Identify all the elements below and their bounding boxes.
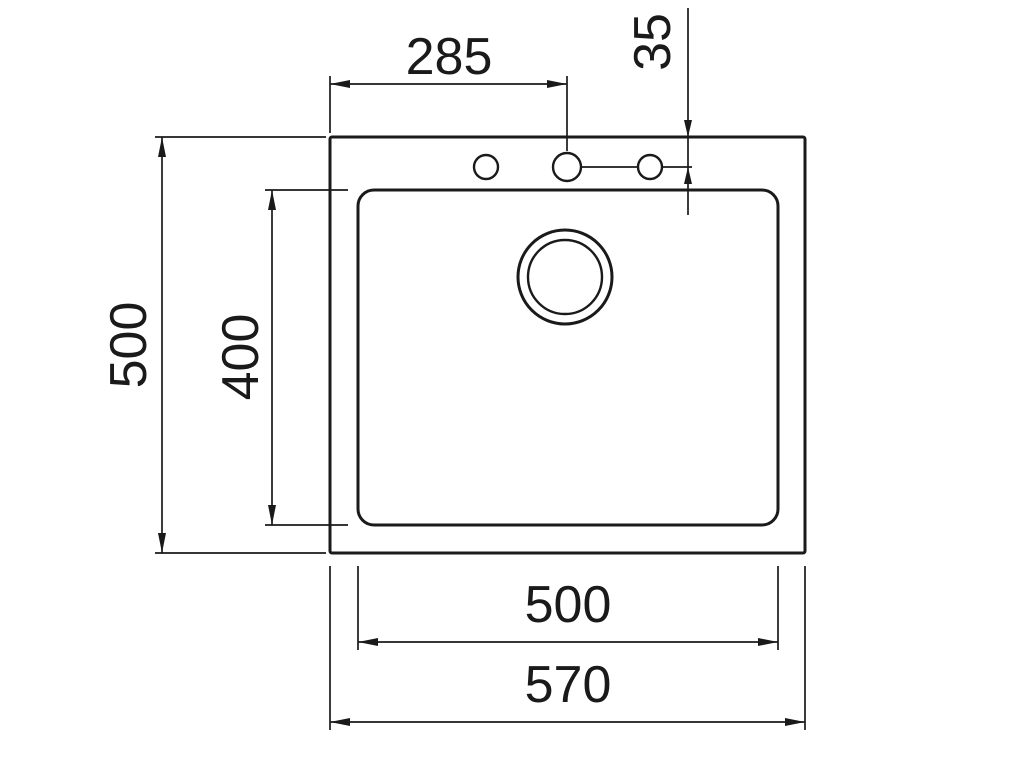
dimension-label-overall-width: 570 [525,656,612,714]
arrowhead [684,167,692,184]
dimension-label-tap-offset-y: 35 [624,13,682,71]
dimension-label-bowl-height: 400 [212,314,270,401]
dimension-tap-offset-x: 285 [329,28,568,151]
tap-hole-left [472,153,500,181]
tap-hole-center [551,151,583,183]
sink-body [328,135,807,555]
dimension-bowl-height: 400 [212,189,348,526]
sink-bowl [356,188,780,527]
tap-hole-right [636,153,664,181]
dimension-label-tap-offset-x: 285 [406,28,493,86]
dimension-bowl-width: 500 [357,566,779,650]
dimension-tap-offset-y: 35 [624,8,692,215]
arrowhead [684,120,692,137]
dimension-label-bowl-width: 500 [525,576,612,634]
drain-inner-circle [526,238,604,316]
dimension-overall-width: 570 [329,566,806,730]
dimension-label-overall-height: 500 [100,302,158,389]
dimension-overall-height: 500 [100,136,326,554]
